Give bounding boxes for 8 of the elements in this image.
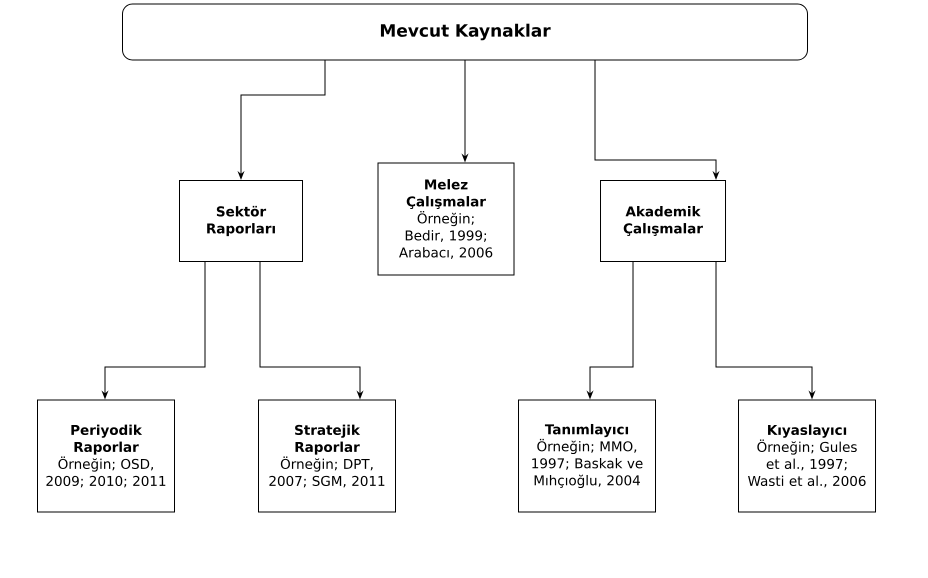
category-box: Periyodik Raporlar Örneğin; OSD, 2009; 2010; 2011 [37, 400, 175, 512]
category-box: Sektör Raporları [179, 180, 303, 262]
category-box: Stratejik Raporlar Örneğin; DPT, 2007; SGM, 2011 [258, 400, 396, 512]
category-box: Akademik Çalışmalar [600, 180, 726, 262]
category-box: Tanımlayıcı Örneğin; MMO, 1997; Baskak ve Mıhçıoğlu, 2004 [518, 400, 656, 512]
title-box: Mevcut Kaynaklar [122, 4, 808, 60]
category-box: Melez Çalışmalar Örneğin; Bedir, 1999; Arabacı, 2006 [378, 162, 514, 276]
category-box: Kıyaslayıcı Örneğin; Gules et al., 1997; Wasti et al., 2006 [738, 400, 876, 512]
